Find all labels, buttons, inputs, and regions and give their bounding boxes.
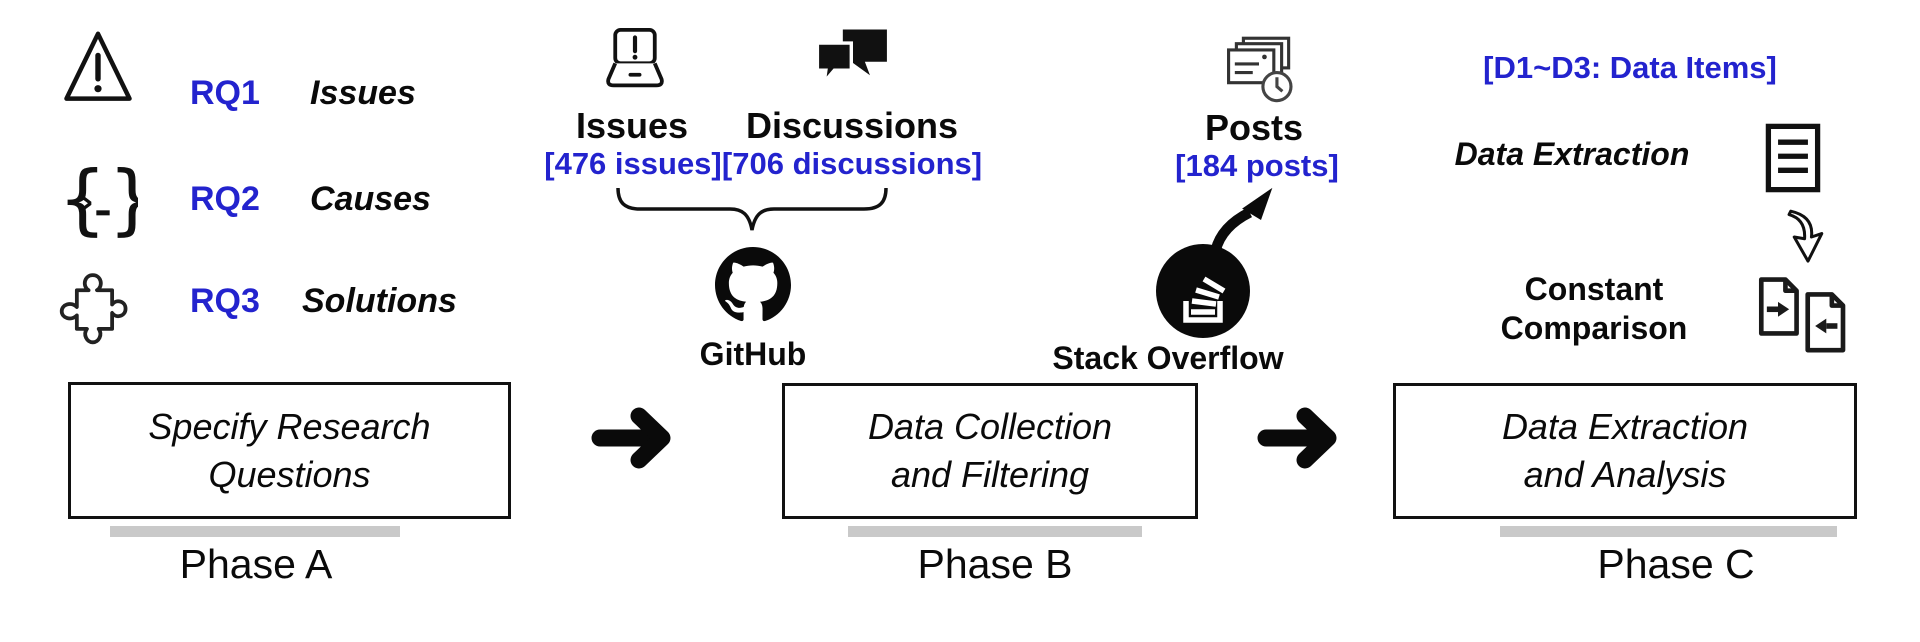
svg-text:}: }	[108, 156, 138, 244]
phase-c-box-line2: and Analysis	[1523, 454, 1727, 495]
posts-source-title: Posts	[1204, 107, 1304, 148]
phase-a-underline	[110, 526, 400, 537]
stack-overflow-icon	[1153, 241, 1253, 341]
github-icon	[715, 243, 791, 327]
svg-text:{: {	[58, 156, 107, 244]
phase-a-box: Specify Research Questions	[68, 382, 511, 519]
constant-comparison-step-label: Constant Comparison	[1501, 270, 1688, 348]
document-icon	[1764, 120, 1822, 196]
posts-source-count: [184 posts]	[1175, 148, 1339, 183]
phase-b-underline	[848, 526, 1142, 537]
puzzle-piece-icon	[55, 258, 139, 346]
github-label: GitHub	[699, 336, 807, 372]
phase-a-box-line1: Specify Research	[148, 405, 431, 447]
rq2-label: RQ2	[190, 180, 260, 218]
phase-b-box-line1: Data Collection	[867, 406, 1113, 447]
phase-a-box-line2: Questions	[208, 453, 371, 495]
phase-c-underline	[1500, 526, 1837, 537]
rq3-label: RQ3	[190, 282, 260, 320]
rq2-topic: Causes	[310, 180, 431, 218]
data-items-note: [D1~D3: Data Items]	[1483, 50, 1777, 85]
compare-documents-icon	[1752, 268, 1856, 358]
code-prompt-icon: { } ›	[58, 156, 138, 248]
svg-text:›: ›	[80, 183, 94, 223]
rq1-label: RQ1	[190, 74, 260, 112]
phase-c-box-line1: Data Extraction	[1501, 406, 1749, 447]
issues-source-title: Issues	[575, 105, 689, 146]
rq3-topic: Solutions	[302, 282, 457, 320]
issues-source-count: [476 issues]	[544, 146, 722, 181]
phase-c-label: Phase C	[1597, 541, 1755, 587]
stack-overflow-label: Stack Overflow	[1052, 340, 1284, 376]
posts-stack-icon	[1220, 28, 1298, 114]
phase-c-box: Data Extraction and Analysis	[1393, 383, 1857, 519]
phase-b-box: Data Collection and Filtering	[782, 383, 1198, 519]
constant-comparison-line2: Comparison	[1500, 310, 1688, 346]
phase-b-box-line2: and Filtering	[890, 454, 1090, 495]
warning-triangle-icon	[62, 26, 134, 110]
chat-bubbles-icon	[814, 26, 892, 94]
curly-brace-icon	[614, 184, 890, 238]
data-extraction-step-label: Data Extraction	[1454, 136, 1690, 172]
constant-comparison-line1: Constant	[1524, 271, 1664, 307]
arrow-a-to-b-icon	[586, 407, 680, 469]
arrow-b-to-c-icon	[1252, 407, 1346, 469]
curved-down-arrow-icon	[1782, 206, 1834, 268]
phase-a-label: Phase A	[179, 541, 333, 587]
rq1-topic: Issues	[310, 74, 416, 112]
laptop-alert-icon	[597, 26, 673, 90]
discussions-source-count: [706 discussions]	[721, 146, 983, 181]
phase-b-label: Phase B	[917, 541, 1073, 587]
discussions-source-title: Discussions	[745, 105, 959, 146]
